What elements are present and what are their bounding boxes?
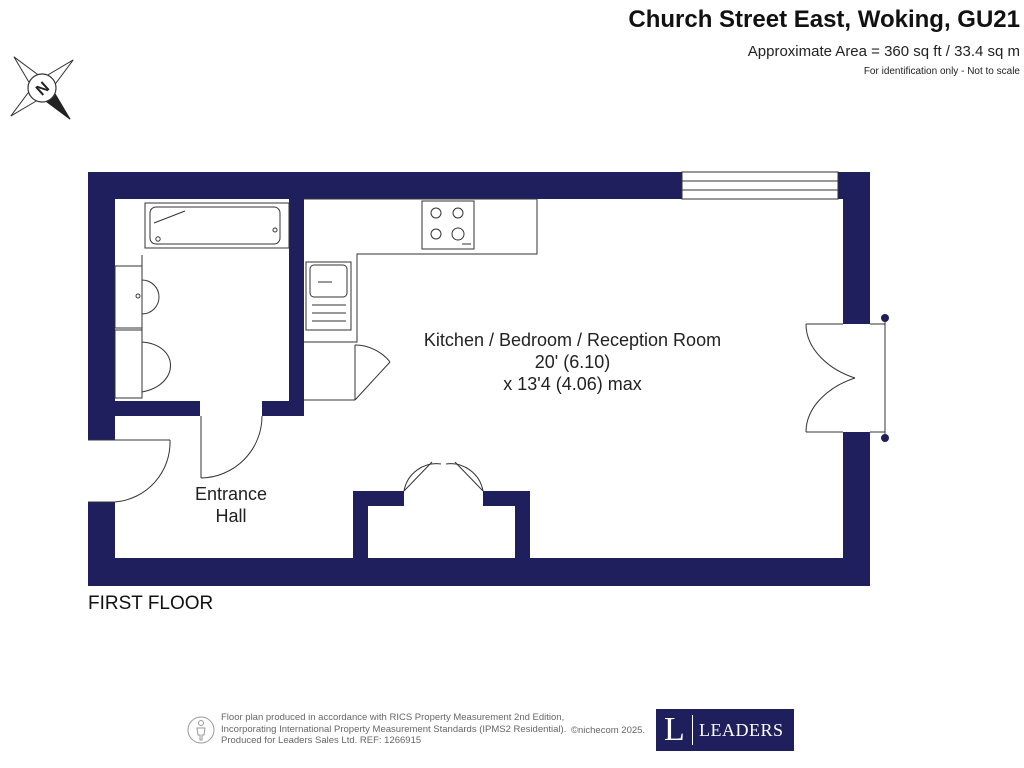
entrance-hall-label: Entrance Hall	[180, 483, 282, 527]
north-compass-icon: N	[10, 56, 74, 120]
walls	[88, 172, 870, 586]
door-post-top	[881, 314, 889, 322]
hall-name-line2: Hall	[215, 506, 247, 526]
approximate-area: Approximate Area = 360 sq ft / 33.4 sq m	[747, 43, 1020, 60]
worktop	[304, 198, 538, 343]
logo-divider	[692, 715, 693, 745]
kitchen-label: Kitchen / Bedroom / Reception Room 20' (…	[400, 329, 745, 395]
kitchen-size-max: x 13'4 (4.06) max	[503, 374, 642, 394]
leaders-logo: L LEADERS	[656, 709, 794, 751]
footer-line3: Produced for Leaders Sales Ltd. REF: 126…	[221, 735, 422, 747]
scale-disclaimer: For identification only - Not to scale	[863, 66, 1020, 77]
person-icon	[187, 716, 215, 744]
basin	[114, 265, 143, 329]
kitchen-name: Kitchen / Bedroom / Reception Room	[423, 330, 722, 350]
bath	[144, 202, 290, 249]
footer-line1: Floor plan produced in accordance with R…	[221, 712, 565, 723]
logo-letter: L	[664, 711, 685, 748]
logo-word: LEADERS	[699, 719, 784, 740]
footer-line2: Incorporating International Property Mea…	[221, 723, 567, 735]
fixtures	[88, 198, 886, 503]
wc	[114, 329, 143, 399]
top-window	[681, 171, 839, 200]
kitchen-size: 20' (6.10)	[534, 352, 611, 372]
footer-notes: Floor plan produced in accordance with R…	[221, 712, 566, 747]
door-post-bottom	[881, 434, 889, 442]
floor-label: FIRST FLOOR	[88, 593, 214, 614]
property-address: Church Street East, Woking, GU21	[628, 6, 1020, 33]
sink	[305, 261, 352, 331]
copyright-text: ©nichecom 2025.	[571, 725, 646, 736]
hob	[421, 200, 475, 250]
hall-name-line1: Entrance	[194, 484, 268, 504]
